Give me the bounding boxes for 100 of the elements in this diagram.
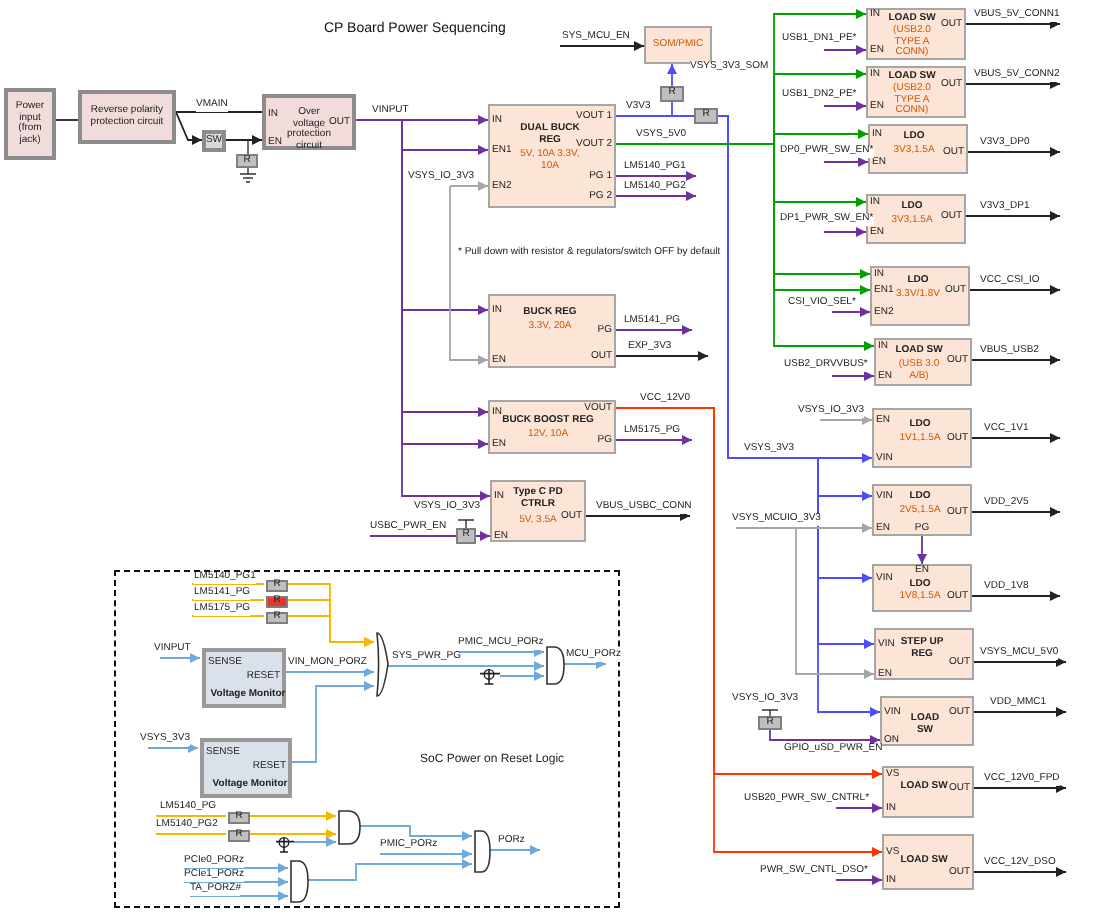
arrow <box>359 825 473 841</box>
arrow <box>971 355 1061 365</box>
logic-gate <box>290 860 310 904</box>
arrow <box>965 19 1061 29</box>
regulator-block <box>874 338 972 386</box>
logic-gate <box>376 632 390 698</box>
arrow <box>307 859 473 881</box>
connector-line <box>191 615 265 617</box>
arrow <box>455 647 545 657</box>
arrow <box>973 657 1067 667</box>
connector-line <box>175 111 263 113</box>
arrow <box>175 111 203 145</box>
arrow <box>965 79 1061 89</box>
logic-gate <box>474 830 492 874</box>
regulator-block <box>866 8 966 60</box>
arrow <box>917 535 927 565</box>
arrow <box>667 63 677 87</box>
arrow <box>387 661 545 671</box>
arrow <box>823 45 867 55</box>
connector-line <box>615 115 695 117</box>
arrow <box>225 135 263 145</box>
regulator-block <box>874 628 974 680</box>
arrow <box>831 307 871 317</box>
arrow <box>449 185 489 365</box>
switch-block <box>202 130 226 152</box>
resistor-box <box>228 830 250 842</box>
arrow <box>973 867 1067 877</box>
arrow <box>615 325 693 335</box>
arrow <box>615 435 693 445</box>
arrow <box>967 147 1061 157</box>
resistor-box <box>228 812 250 824</box>
resistor-box <box>266 612 288 624</box>
arrow <box>823 101 867 111</box>
regulator-block <box>488 104 616 208</box>
arrow <box>969 285 1061 295</box>
connector-line <box>155 815 227 817</box>
arrow <box>285 615 375 647</box>
arrow <box>795 527 875 679</box>
monitor-block <box>200 738 292 798</box>
arrow <box>615 171 697 181</box>
arrow <box>615 351 709 361</box>
regulator-block <box>488 400 616 454</box>
arrow <box>823 227 867 237</box>
arrow <box>971 591 1061 601</box>
logic-gate <box>338 810 362 846</box>
arrow <box>247 811 337 821</box>
regulator-block <box>488 294 616 368</box>
arrow <box>293 837 337 847</box>
resistor-box <box>266 580 288 592</box>
regulator-block <box>866 66 966 118</box>
resistor-box <box>660 86 684 102</box>
circuit-block <box>78 90 176 144</box>
arrow <box>499 671 545 681</box>
arrow <box>159 653 201 663</box>
arrow <box>585 511 691 521</box>
arrow <box>823 157 869 167</box>
resistor-box <box>758 716 782 730</box>
monitor-block <box>202 648 286 708</box>
arrow <box>835 803 883 813</box>
regulator-block <box>882 766 974 818</box>
arrow <box>835 875 883 885</box>
arrow <box>283 667 375 677</box>
arrow <box>973 783 1067 793</box>
transistor-symbol <box>478 668 502 686</box>
regulator-block <box>644 26 712 64</box>
transistor-symbol <box>274 836 296 854</box>
connector-line <box>191 583 265 585</box>
arrow <box>189 891 289 901</box>
regulator-block <box>882 834 974 890</box>
arrow <box>965 211 1061 221</box>
resistor-box <box>456 528 476 544</box>
regulator-block <box>872 564 972 612</box>
resistor-box <box>694 108 718 124</box>
connector-line <box>55 119 79 121</box>
arrow <box>563 659 607 669</box>
regulator-block <box>872 408 972 468</box>
arrow <box>973 707 1067 717</box>
arrow <box>769 729 881 745</box>
arrow <box>971 507 1061 517</box>
arrow <box>369 531 491 541</box>
regulator-block <box>872 484 972 536</box>
arrow <box>971 433 1061 443</box>
circuit-block <box>4 88 56 160</box>
arrow <box>183 877 289 887</box>
resistor-box <box>236 154 258 168</box>
arrow <box>379 849 473 859</box>
arrow <box>147 743 199 753</box>
regulator-block <box>880 696 974 746</box>
regulator-block <box>490 480 586 542</box>
arrow <box>247 829 337 839</box>
arrow <box>615 191 697 201</box>
arrow <box>489 845 541 855</box>
connector-line <box>191 599 265 601</box>
circuit-block <box>262 94 356 150</box>
logic-gate <box>546 646 566 686</box>
arrow <box>735 523 873 533</box>
arrow <box>449 181 489 191</box>
arrow <box>289 681 375 763</box>
arrow <box>831 371 875 381</box>
arrow <box>559 41 645 51</box>
